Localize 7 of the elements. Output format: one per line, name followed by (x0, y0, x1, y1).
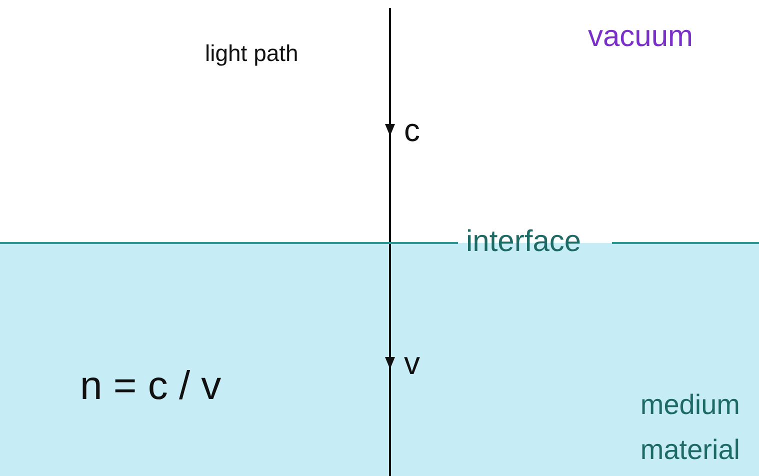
region-label: medium material (639, 388, 740, 467)
speed-label: v (404, 345, 420, 382)
light-path-label: light path (205, 40, 298, 66)
speed-label: c (404, 112, 420, 149)
interface-label: interface (466, 225, 582, 260)
formula: n = c / v (80, 363, 222, 409)
region-label: vacuum (588, 20, 694, 54)
